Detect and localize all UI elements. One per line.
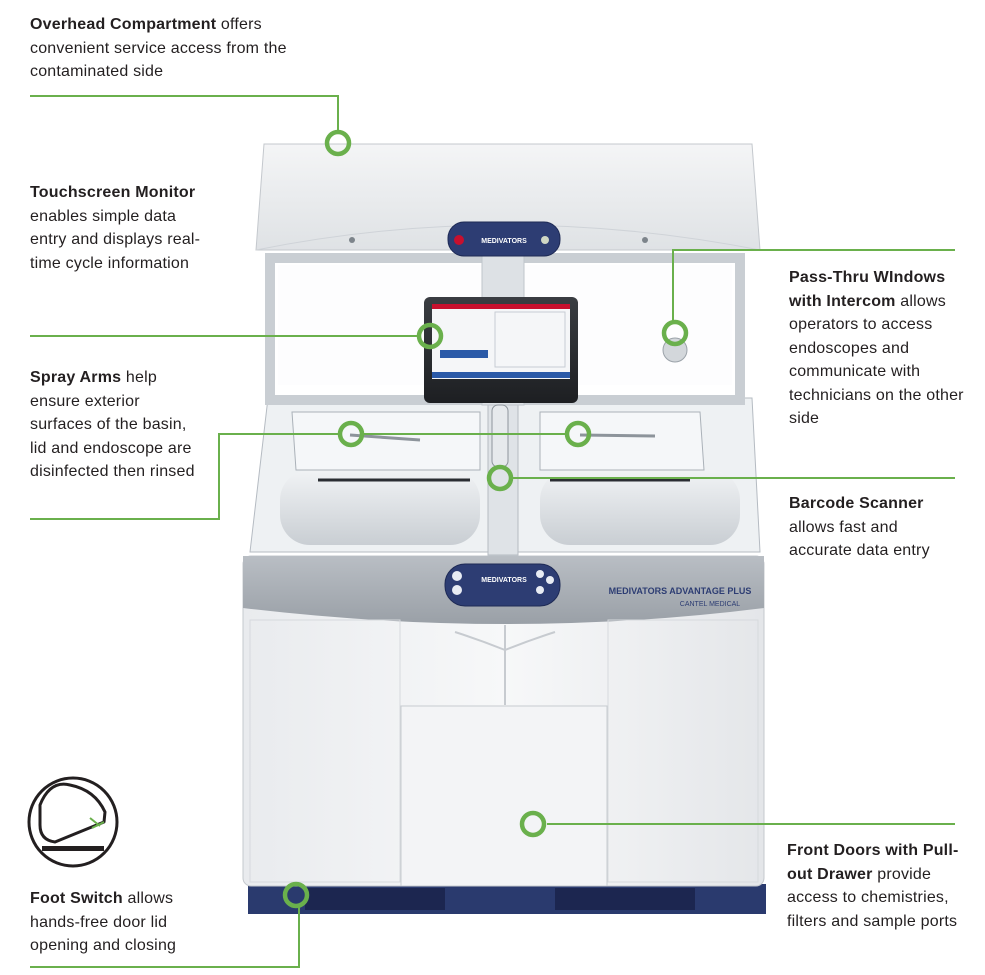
callout-overhead-title: Overhead Compartment <box>30 16 217 33</box>
callout-spray-text: help ensure exterior surfaces of the bas… <box>30 369 195 480</box>
callout-overhead-text: offers convenient service access from th… <box>30 16 287 80</box>
callout-spray: Spray Arms help ensure exterior surfaces… <box>30 366 206 484</box>
leader-overhead <box>30 95 339 130</box>
callout-passthru-title: Pass-Thru WIndows with Intercom <box>789 269 946 310</box>
callout-overhead: Overhead Compartment offers convenient s… <box>30 13 295 84</box>
left-basin <box>280 470 480 545</box>
pull-out-drawer <box>400 705 608 887</box>
marker-overhead <box>324 129 352 157</box>
right-spray-arm <box>579 433 656 438</box>
callout-passthru-text: allows operators to access endoscopes an… <box>789 292 964 428</box>
marker-touchscreen <box>416 322 444 350</box>
model-name: MEDIVATORS ADVANTAGE PLUS <box>609 586 752 596</box>
maker-name: CANTEL MEDICAL <box>680 601 741 608</box>
marker-spray-left <box>337 420 365 448</box>
hood-control-panel <box>447 221 561 257</box>
marker-doors <box>519 810 547 838</box>
callout-doors-title: Front Doors with Pull-out Drawer <box>787 842 959 883</box>
callout-foot-title: Foot Switch <box>30 890 123 907</box>
callout-touchscreen: Touchscreen Monitor enables simple data … <box>30 181 202 275</box>
callout-spray-title: Spray Arms <box>30 369 122 386</box>
front-control-panel <box>444 563 561 607</box>
leader-foot <box>30 907 300 968</box>
marker-passthru <box>661 319 689 347</box>
marker-barcode <box>486 464 514 492</box>
callout-barcode-text: allows fast and accurate data entry <box>789 518 930 560</box>
callout-foot-text: allows hands-free door lid opening and c… <box>30 890 177 954</box>
callout-passthru: Pass-Thru WIndows with Intercom allows o… <box>789 266 969 431</box>
callout-touchscreen-title: Touchscreen Monitor <box>30 184 196 201</box>
callout-doors: Front Doors with Pull-out Drawer provide… <box>787 839 969 933</box>
leader-passthru <box>672 249 955 322</box>
callout-foot: Foot Switch allows hands-free door lid o… <box>30 887 210 958</box>
hood-panel-logo: MEDIVATORS <box>481 238 527 245</box>
callout-doors-text: provide access to chemistries, filters a… <box>787 865 958 930</box>
callout-touchscreen-text: enables simple data entry and displays r… <box>30 207 201 272</box>
barcode-scanner <box>491 404 509 468</box>
marker-foot <box>282 881 310 909</box>
callout-barcode: Barcode Scanner allows fast and accurate… <box>789 492 959 563</box>
right-basin <box>540 470 740 545</box>
leader-spray <box>30 433 340 520</box>
foot-switch-icon <box>27 776 119 868</box>
callout-barcode-title: Barcode Scanner <box>789 495 924 512</box>
front-panel-logo: MEDIVATORS <box>481 577 527 584</box>
marker-spray-right <box>564 420 592 448</box>
